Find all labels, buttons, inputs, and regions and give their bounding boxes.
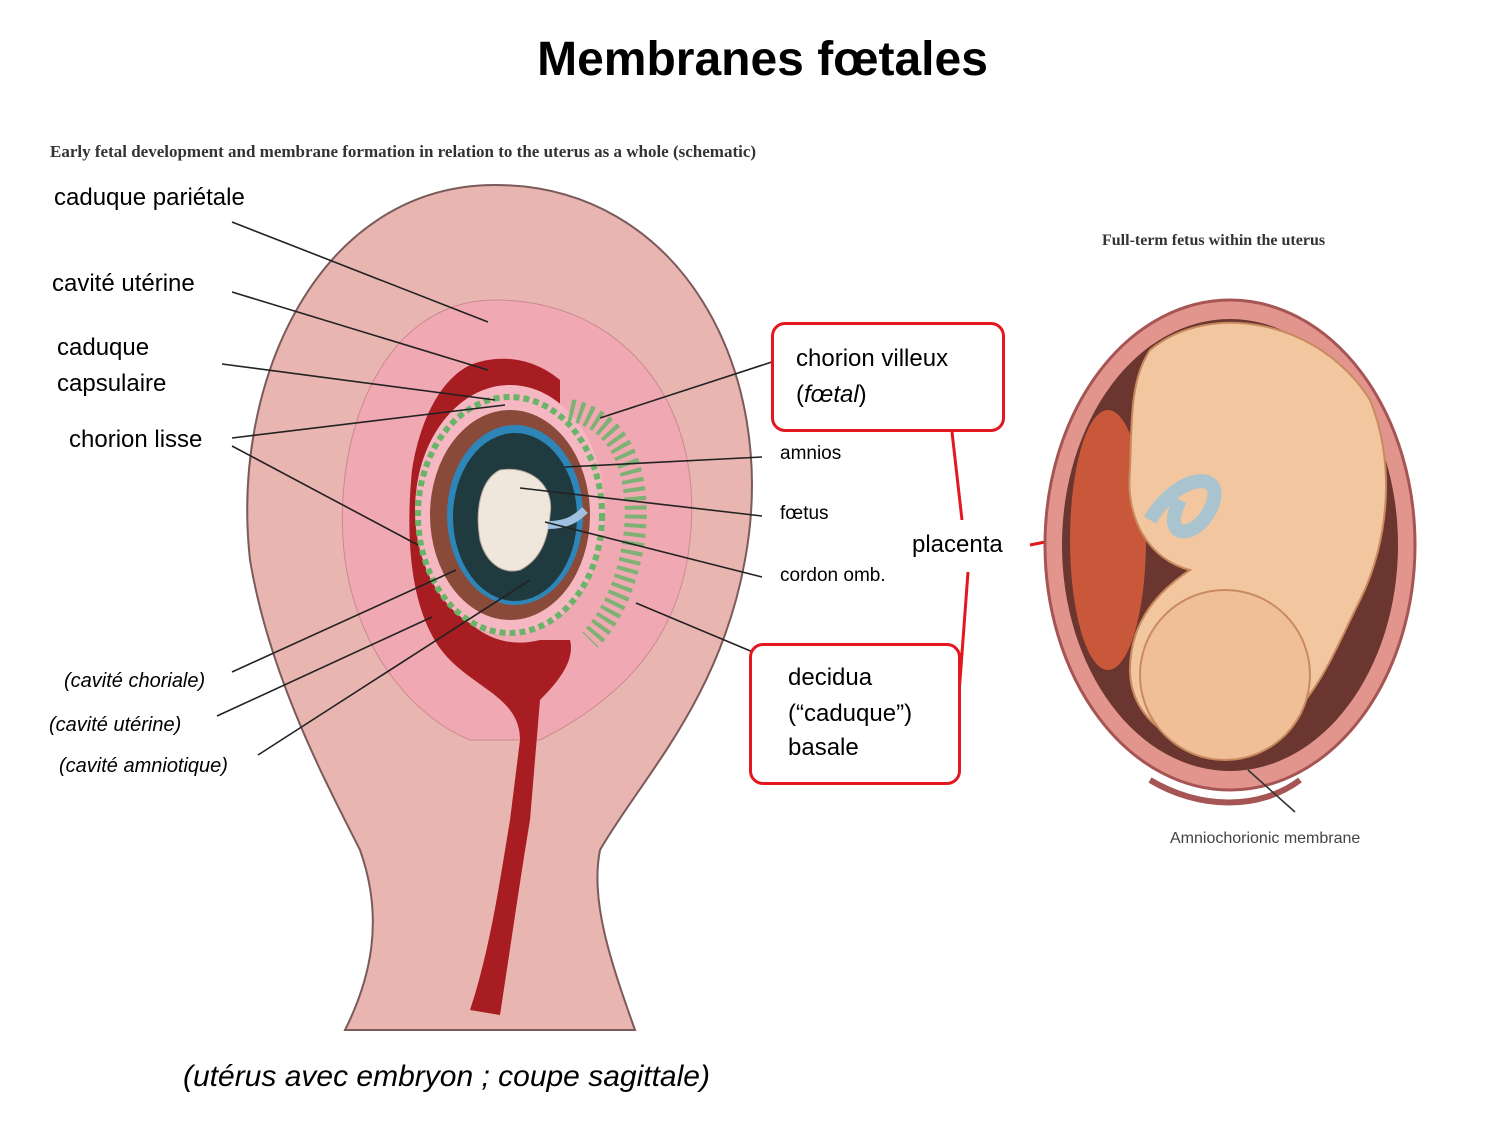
label-cavite-uterine-2: (cavité utérine) (49, 714, 182, 736)
callout-decidua-basale (749, 643, 961, 785)
paren-open: ( (796, 381, 804, 408)
label-cavite-choriale: (cavité choriale) (64, 670, 206, 692)
label-cavite-uterine: cavité utérine (52, 270, 195, 297)
label-chorion-lisse: chorion lisse (69, 426, 203, 453)
label-chorion-villeux-line1: chorion villeux (796, 345, 949, 372)
label-amnios: amnios (780, 443, 842, 464)
leader-lines (216, 221, 779, 756)
label-cavite-amniotique: (cavité amniotique) (59, 755, 228, 777)
label-caduque-parietale: caduque pariétale (54, 184, 245, 211)
callout-chorion-villeux (771, 322, 1005, 432)
uterine-cavity (409, 358, 571, 1016)
fullterm-placenta (1070, 410, 1146, 670)
figure2-caption: Full-term fetus within the uterus (1102, 232, 1326, 249)
label-chorion-villeux-line2: (fœtal) (796, 377, 867, 413)
label-caduque-capsulaire-line2: capsulaire (57, 370, 167, 397)
label-decidua-line1: decidua (788, 664, 873, 691)
page-title: Membranes fœtales (537, 33, 988, 86)
label-placenta: placenta (912, 531, 1003, 558)
paren-close: ) (858, 381, 867, 408)
embryo (477, 468, 552, 572)
figure1-bottom-caption: (utérus avec embryon ; coupe sagittale) (183, 1060, 710, 1093)
italic-foetal: fœtal (804, 381, 859, 408)
label-foetus: fœtus (780, 503, 829, 524)
label-caduque-capsulaire-line1: caduque (57, 334, 150, 361)
figure1-caption: Early fetal development and membrane for… (50, 142, 757, 161)
label-cordon: cordon omb. (780, 565, 886, 586)
label-decidua-line2: (“caduque”) (788, 700, 913, 727)
chorion-ring (415, 394, 605, 636)
fullterm-fetus-head (1139, 589, 1311, 761)
label-decidua-line3: basale (788, 734, 859, 761)
label-amniochorionic-membrane: Amniochorionic membrane (1170, 830, 1361, 847)
